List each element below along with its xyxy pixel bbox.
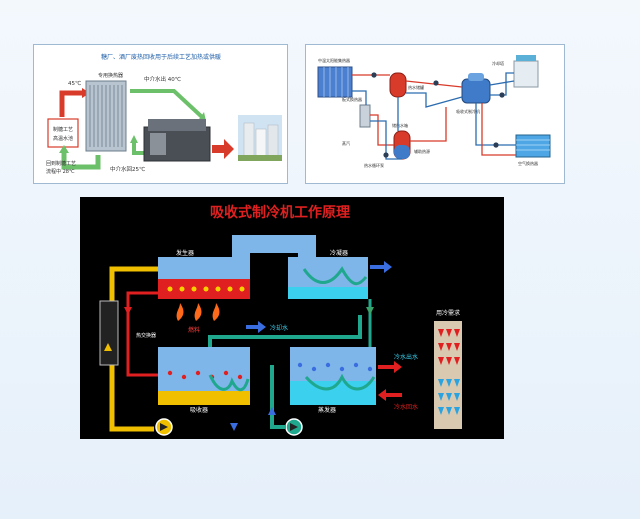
absorber-label: 吸收器 bbox=[190, 406, 208, 414]
fuel-label: 燃料 bbox=[188, 326, 200, 334]
label-storage-tank: 储热水箱 bbox=[392, 122, 408, 128]
absorber-water-down-arrow bbox=[230, 423, 238, 431]
principle-title: 吸收式制冷机工作原理 bbox=[210, 204, 350, 221]
condensate-arrow bbox=[366, 307, 374, 315]
refrigerant-up-arrow bbox=[268, 407, 276, 415]
panel2-absorption-chiller bbox=[461, 78, 491, 104]
label-circulation-pump: 热水循环泵 bbox=[364, 162, 384, 168]
evaporator-coil bbox=[304, 373, 376, 391]
cooling-water-arrow bbox=[246, 321, 266, 333]
absorption-machine-top bbox=[148, 119, 206, 131]
storage-tank-cold bbox=[394, 145, 410, 159]
process-label-1: 制糖工艺 bbox=[53, 126, 73, 133]
condenser-out-arrow bbox=[370, 261, 392, 273]
panel2-chiller-top bbox=[468, 73, 484, 81]
return-label-2: 流程中 28℃ bbox=[46, 168, 75, 175]
vapor-duct bbox=[250, 235, 298, 253]
cold-demand-label: 用冷需求 bbox=[436, 309, 460, 317]
return-flow-arrowhead bbox=[59, 145, 69, 153]
cold-water-out-arrow bbox=[378, 361, 402, 373]
heat-exchanger-box bbox=[99, 300, 119, 366]
label-steam: 蒸汽 bbox=[342, 140, 350, 146]
label-air-exchanger: 空气换热器 bbox=[518, 160, 538, 166]
return-label-1: 回到制糖工艺 bbox=[46, 160, 76, 167]
label-absorption-chiller: 吸收式制冷机 bbox=[456, 108, 480, 114]
mid-water-back-label: 中介水回25℃ bbox=[110, 165, 145, 173]
pump-icon bbox=[371, 72, 377, 78]
cold-demand-cold-flow bbox=[438, 379, 460, 415]
label-plate-exchanger: 板式换热器 bbox=[342, 96, 362, 102]
cold-water-in-label: 冷水回水 bbox=[394, 403, 418, 411]
cold-water-out-label: 冷水出水 bbox=[394, 353, 418, 361]
temp-45-label: 45℃ bbox=[68, 80, 81, 87]
air-exchanger bbox=[515, 134, 551, 158]
fuel-flames bbox=[176, 303, 220, 321]
absorber-solution bbox=[158, 391, 250, 405]
hot-water-tank bbox=[389, 72, 407, 98]
panel2-pipes bbox=[352, 72, 516, 160]
pump-icon bbox=[383, 152, 389, 158]
panel-solar-absorption-system: 中温太阳能集热器 板式换热器 热水储罐 冷却塔 吸收式制冷机 储热水箱 辅助热源… bbox=[305, 44, 565, 184]
cold-water-in-arrow bbox=[378, 389, 402, 401]
label-solar-collector: 中温太阳能集热器 bbox=[318, 57, 350, 63]
cold-demand-hot-flow bbox=[438, 329, 460, 365]
return-flow-arrow bbox=[61, 153, 101, 170]
supply-arrow bbox=[212, 139, 234, 159]
machine-panel bbox=[150, 133, 166, 155]
sugar-factory-diagram: 糖厂、酒厂废热回收用于后续工艺加热或供暖 45℃ 制糖工艺 高温水池 回到制糖工… bbox=[46, 53, 282, 175]
absorption-principle-diagram: 吸收式制冷机工作原理 发生器 冷凝器 燃料 冷却水 bbox=[99, 204, 462, 436]
cooling-tower bbox=[513, 60, 539, 88]
pump-icon bbox=[499, 92, 505, 98]
mid-water-back-arrowhead bbox=[130, 135, 138, 143]
heat-exchanger-label: 热交换器 bbox=[136, 332, 156, 339]
evaporator-water bbox=[290, 381, 376, 405]
panel2-plate-exchanger bbox=[359, 104, 371, 128]
label-aux-heat: 辅助热源 bbox=[414, 148, 430, 154]
condenser-coil bbox=[302, 266, 368, 286]
cooling-tower-top bbox=[516, 55, 536, 61]
process-label-2: 高温水池 bbox=[53, 135, 73, 142]
absorption-machine bbox=[143, 126, 211, 162]
pump-icon bbox=[493, 142, 499, 148]
condenser-label: 冷凝器 bbox=[330, 249, 348, 257]
hx-down-arrow bbox=[124, 307, 132, 315]
label-hot-water-tank: 热水储罐 bbox=[408, 84, 424, 90]
label-cooling-tower: 冷却塔 bbox=[492, 60, 504, 66]
strong-solution-pipe bbox=[126, 291, 158, 377]
condenser-water bbox=[288, 287, 368, 299]
refrigerant-loop-pipe bbox=[270, 365, 286, 429]
solar-collector bbox=[317, 66, 353, 98]
pump-icon bbox=[433, 80, 439, 86]
generator-label: 发生器 bbox=[176, 249, 194, 257]
mid-water-out-pipe bbox=[130, 89, 204, 119]
solar-system-diagram: 中温太阳能集热器 板式换热器 热水储罐 冷却塔 吸收式制冷机 储热水箱 辅助热源… bbox=[317, 55, 551, 168]
hot-flow-arrow bbox=[59, 90, 82, 117]
panel-absorption-chiller-principle: 吸收式制冷机工作原理 发生器 冷凝器 燃料 冷却水 bbox=[80, 197, 504, 439]
heat-exchanger-label: 专用换热器 bbox=[98, 72, 123, 79]
cooling-water-label: 冷却水 bbox=[270, 324, 288, 332]
evaporator-label: 蒸发器 bbox=[318, 406, 336, 414]
absorber-coil bbox=[208, 374, 250, 392]
mid-water-out-label: 中介水出 40℃ bbox=[144, 75, 181, 83]
panel1-title: 糖厂、酒厂废热回收用于后续工艺加热或供暖 bbox=[101, 53, 221, 61]
panel-sugar-factory-heat-recovery: 糖厂、酒厂废热回收用于后续工艺加热或供暖 45℃ 制糖工艺 高温水池 回到制糖工… bbox=[33, 44, 288, 184]
hx-up-arrow bbox=[104, 343, 112, 351]
process-box bbox=[47, 118, 79, 148]
